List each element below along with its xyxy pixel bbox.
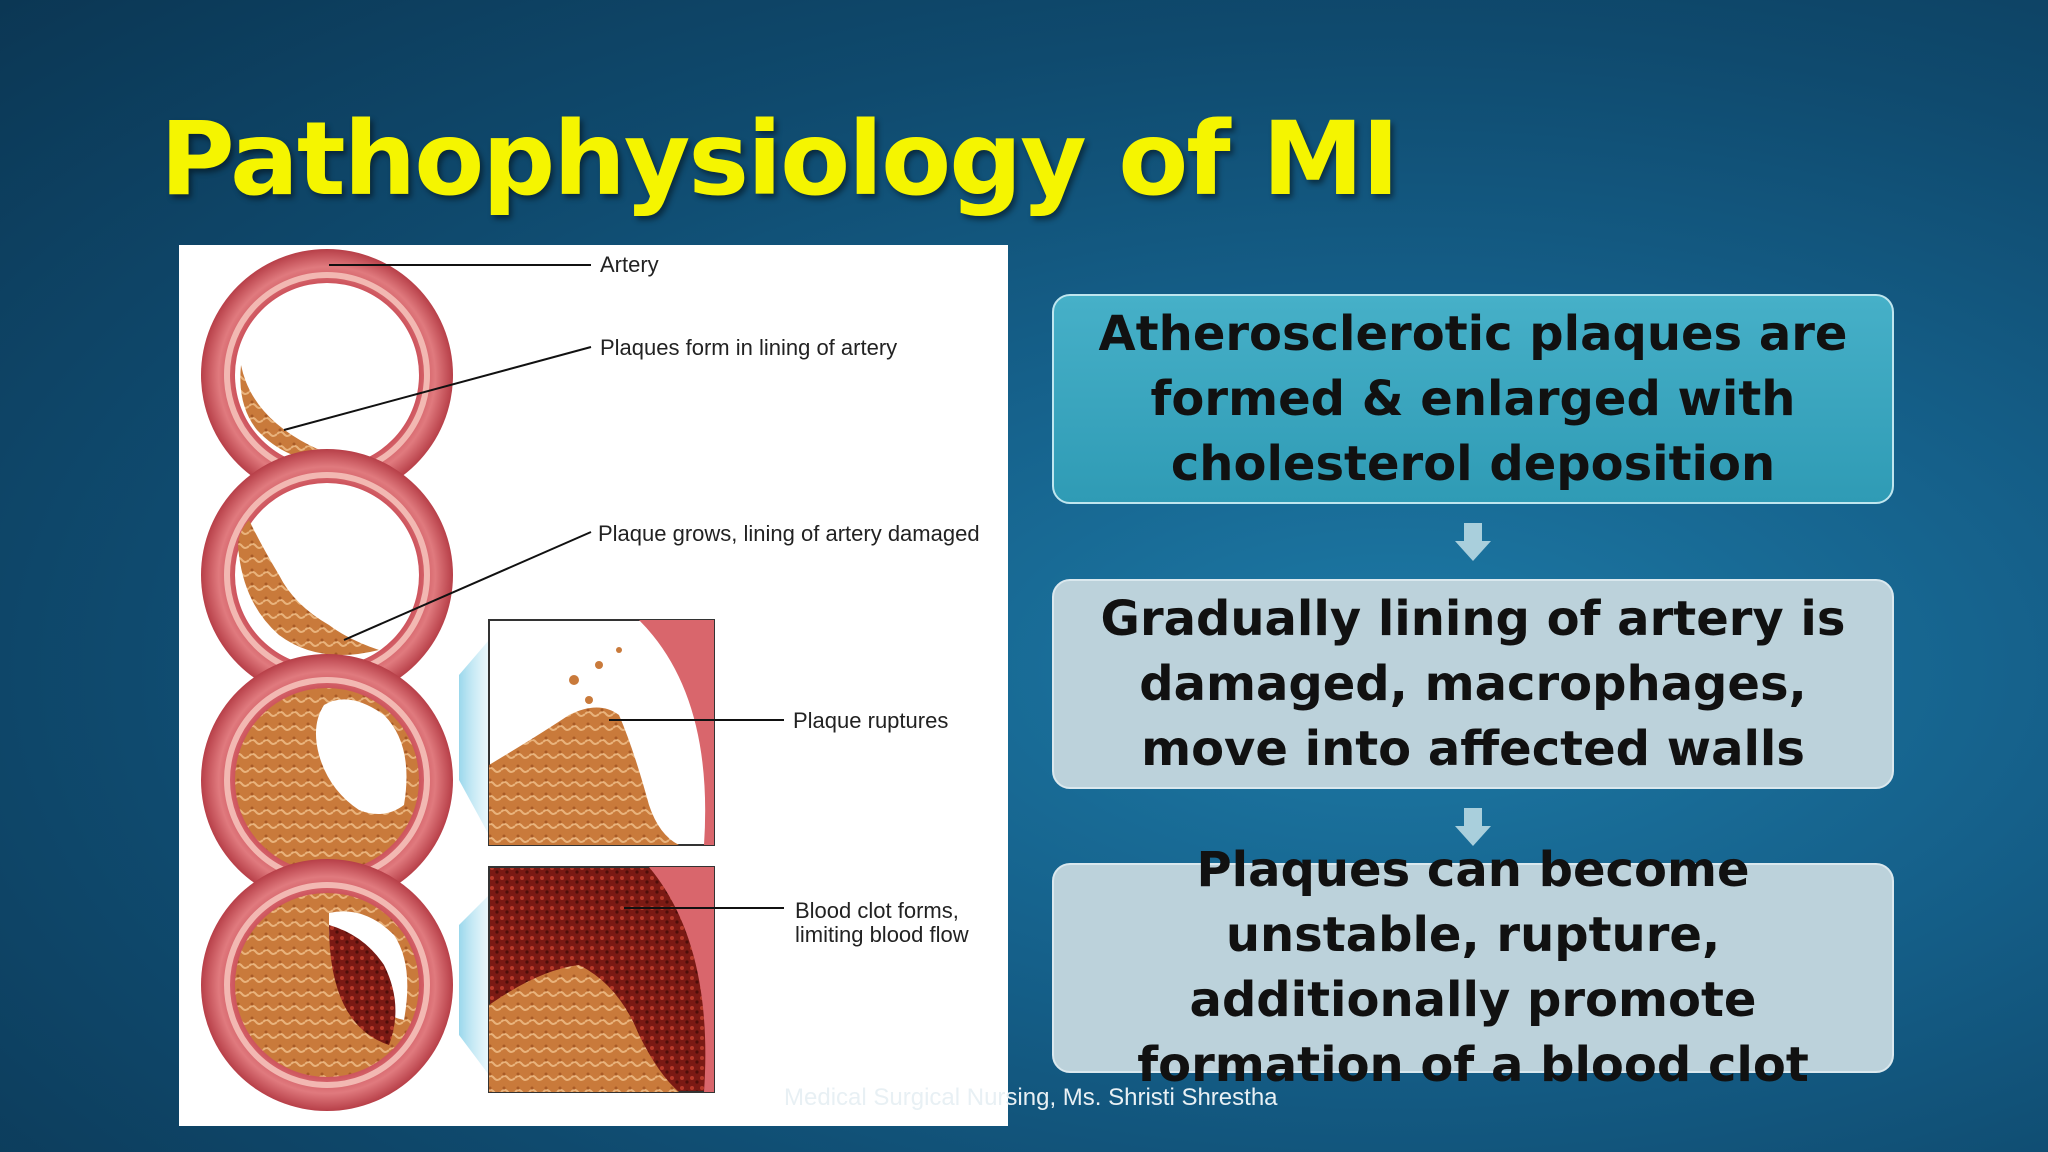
label-plaque-grows: Plaque grows, lining of artery damaged (598, 521, 980, 546)
zoom-beam-1 (459, 640, 489, 835)
leader-line-plaques-form (283, 346, 592, 431)
leader-line-plaque-grows (343, 531, 592, 641)
artery-cross-section-3 (201, 654, 453, 906)
artery-cross-section-4 (201, 859, 453, 1111)
artery-cross-section-1 (201, 249, 453, 501)
flow-step-1: Atherosclerotic plaques are formed & enl… (1052, 294, 1894, 504)
down-arrow-icon (1455, 808, 1491, 846)
zoom-beam-2 (459, 895, 489, 1075)
zoom-box-clot (488, 866, 715, 1093)
label-plaques-form: Plaques form in lining of artery (600, 335, 898, 360)
zoom-box-rupture (488, 619, 715, 846)
down-arrow-icon (1455, 523, 1491, 561)
label-plaque-ruptures: Plaque ruptures (793, 708, 949, 733)
flow-step-3: Plaques can become unstable, rupture, ad… (1052, 842, 1894, 1093)
label-blood-clot: Blood clot forms, limiting blood flow (795, 898, 969, 947)
artery-illustration: Artery Plaques form in lining of artery … (179, 245, 1008, 1126)
artery-cross-section-2 (201, 449, 453, 701)
label-artery: Artery (600, 252, 659, 277)
flow-step-2: Gradually lining of artery is damaged, m… (1052, 579, 1894, 789)
slide-footer: Medical Surgical Nursing, Ms. Shristi Sh… (784, 1084, 1278, 1111)
artery-diagram (201, 249, 784, 1111)
slide-title: Pathophysiology of MI (160, 100, 1400, 219)
